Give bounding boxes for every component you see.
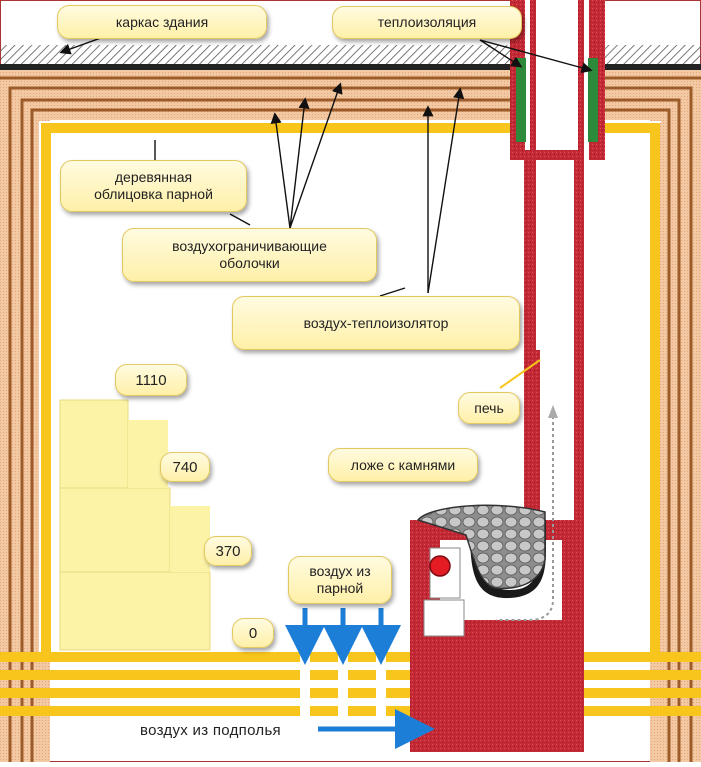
label-air-from-underfloor: воздух из подполья <box>140 722 281 739</box>
air-flow-arrows <box>285 608 435 749</box>
label-air-insulator: воздух-теплоизолятор <box>232 296 520 350</box>
label-building-frame: каркас здания <box>57 5 267 39</box>
label-stove: печь <box>458 392 520 424</box>
bench-steps <box>59 399 211 651</box>
label-air-shells: воздухограничивающие оболочки <box>122 228 377 282</box>
stove <box>410 0 605 752</box>
label-insulation: теплоизоляция <box>332 6 522 39</box>
level-370: 370 <box>204 536 252 566</box>
frame-black-line <box>0 64 701 70</box>
label-wood-lining: деревянная облицовка парной <box>60 160 247 212</box>
label-air-from-room: воздух из парной <box>288 556 392 604</box>
floor-vents <box>300 650 386 720</box>
label-stone-bed: ложе с камнями <box>328 448 478 482</box>
level-1110: 1110 <box>115 364 187 396</box>
level-740: 740 <box>160 452 210 482</box>
level-0: 0 <box>232 618 274 648</box>
